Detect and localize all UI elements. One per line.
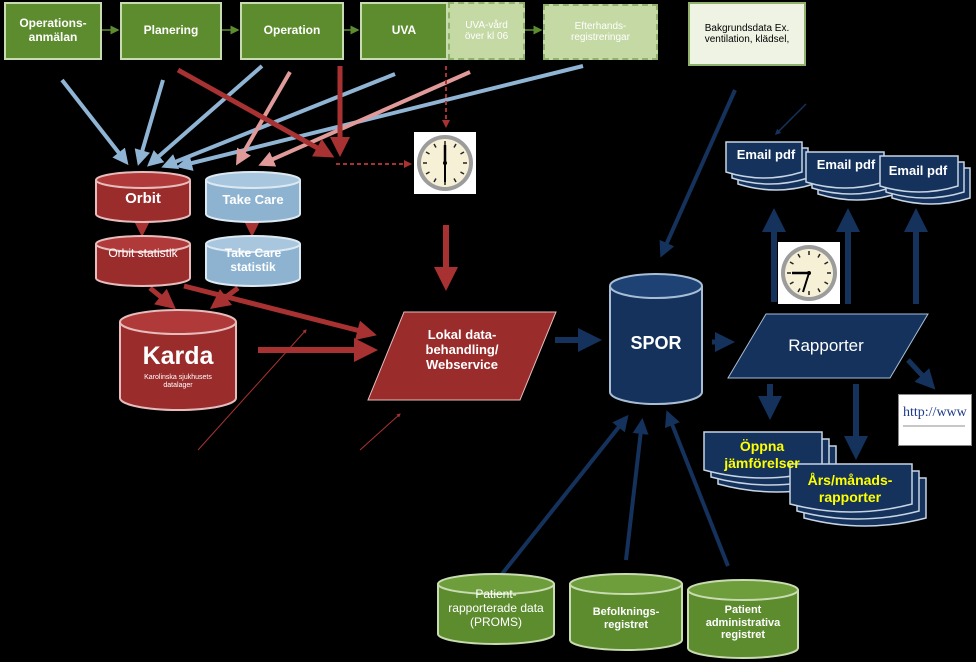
uva-vard-label: UVA-vård över kl 06 — [464, 19, 509, 43]
spor-cylinder-shape — [609, 273, 703, 405]
oppna-label: Öppna jämförelser — [724, 438, 800, 471]
karda-sub-label: Karolinska sjukhusets datalager — [144, 374, 212, 390]
email-pdf-label: Email pdf — [888, 163, 948, 178]
orbit-label: Orbit — [125, 190, 161, 207]
take-care-statistik-label: Take Care statistik — [224, 246, 282, 274]
efterhands-label: Efterhands-registreringar — [571, 20, 630, 44]
operation-label: Operation — [263, 23, 321, 38]
operation-box: Operation — [240, 2, 344, 60]
email-pdf-doc-1 — [725, 141, 815, 191]
proms-cylinder-shape — [437, 573, 555, 645]
web-browser-icon: http://www — [898, 394, 972, 446]
patient-adm-label: Patient administrativa registret — [705, 604, 781, 642]
bakgrundsdata-box: Bakgrundsdata Ex. ventilation, klädsel, — [688, 2, 806, 66]
orbit-cylinder-shape — [95, 171, 191, 223]
http-label: http://www — [903, 405, 967, 420]
clock-icon — [414, 132, 476, 194]
email-pdf-label: Email pdf — [736, 147, 796, 162]
rapporter-label: Rapporter — [788, 336, 864, 355]
befolkning-label: Befolknings-registret — [592, 606, 660, 631]
rapporter-shape — [727, 313, 929, 379]
uva-box: UVA — [360, 2, 448, 60]
patient-adm-cylinder-shape — [687, 579, 799, 659]
efterhands-box: Efterhands-registreringar — [543, 4, 658, 60]
email-pdf-doc-2 — [805, 151, 897, 201]
operationsanmalan-box: Operations-anmälan — [4, 2, 102, 60]
planering-box: Planering — [120, 2, 222, 60]
clock-icon — [778, 242, 840, 304]
uva-vard-box: UVA-vård över kl 06 — [448, 2, 525, 60]
orbit-statistik-label: Orbit statistik — [108, 246, 178, 260]
orbit-statistik-cylinder-shape — [95, 235, 191, 287]
spor-label: SPOR — [630, 333, 682, 353]
email-pdf-label: Email pdf — [816, 157, 876, 172]
take-care-cylinder-shape — [205, 171, 301, 223]
operationsanmalan-label: Operations-anmälan — [19, 16, 87, 44]
karda-cylinder-shape — [119, 309, 237, 411]
planering-label: Planering — [143, 23, 199, 38]
email-pdf-doc-3 — [879, 155, 971, 205]
uva-label: UVA — [391, 23, 417, 38]
take-care-statistik-cylinder-shape — [205, 235, 301, 287]
proms-label: Patient-rapporterade data (PROMS) — [448, 587, 544, 629]
karda-label: Karda — [142, 342, 214, 370]
ars-label: Års/månads-rapporter — [807, 472, 893, 505]
ars-doc-shape — [789, 463, 927, 527]
lokal-data-shape — [367, 311, 557, 401]
bakgrundsdata-label: Bakgrundsdata Ex. ventilation, klädsel, — [704, 22, 790, 46]
lokal-data-label: Lokal data-behandling/ Webservice — [425, 327, 499, 372]
befolkning-cylinder-shape — [569, 573, 683, 651]
take-care-label: Take Care — [222, 192, 284, 207]
